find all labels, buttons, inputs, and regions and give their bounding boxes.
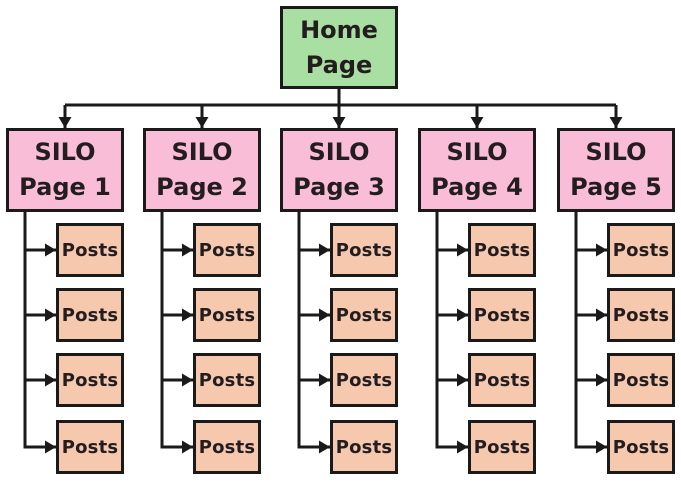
home-page-node: Home Page: [280, 6, 398, 89]
silo-page-1-label-line1: SILO: [34, 138, 96, 167]
silo-3-post-3-node: Posts: [330, 353, 398, 407]
silo-3-post-4-node: Posts: [330, 420, 398, 474]
silo-page-1-node: SILO Page 1: [6, 128, 124, 212]
silo-4-post-2-node: Posts: [468, 288, 536, 342]
silo-3-post-1-node: Posts: [330, 223, 398, 277]
silo-4-spine: [435, 212, 468, 454]
silo-5-post-3-node: Posts: [607, 353, 675, 407]
silo-page-1-label-line2: Page 1: [19, 173, 111, 201]
silo-5-post-4-node: Posts: [607, 420, 675, 474]
silo-1-spine: [23, 212, 56, 454]
silo-2-post-4-node: Posts: [193, 420, 261, 474]
silo-4-post-3-node: Posts: [468, 353, 536, 407]
silo-5-spine: [574, 212, 607, 454]
home-page-label-line1: Home: [300, 15, 378, 44]
silo-1-post-4-node: Posts: [56, 420, 124, 474]
silo-2-post-2-node: Posts: [193, 288, 261, 342]
silo-page-5-node: SILO Page 5: [557, 128, 675, 212]
silo-page-4-node: SILO Page 4: [418, 128, 536, 212]
silo-page-5-label-line1: SILO: [585, 138, 647, 167]
silo-2-spine: [160, 212, 193, 454]
silo-page-3-label-line2: Page 3: [293, 173, 385, 201]
silo-1-post-2-node: Posts: [56, 288, 124, 342]
silo-page-5-label-line2: Page 5: [570, 173, 662, 201]
silo-1-post-1-node: Posts: [56, 223, 124, 277]
silo-2-post-3-node: Posts: [193, 353, 261, 407]
silo-2-post-1-node: Posts: [193, 223, 261, 277]
silo-4-post-1-node: Posts: [468, 223, 536, 277]
silo-3-spine: [297, 212, 330, 454]
silo-5-post-2-node: Posts: [607, 288, 675, 342]
silo-page-4-label-line2: Page 4: [431, 173, 523, 201]
silo-1-post-3-node: Posts: [56, 353, 124, 407]
silo-3-post-2-node: Posts: [330, 288, 398, 342]
silo-page-3-node: SILO Page 3: [280, 128, 398, 212]
home-page-label-line2: Page: [305, 50, 373, 79]
silo-5-post-1-node: Posts: [607, 223, 675, 277]
silo-page-2-label-line1: SILO: [171, 138, 233, 167]
silo-page-4-label-line1: SILO: [446, 138, 508, 167]
silo-page-2-label-line2: Page 2: [156, 173, 248, 201]
silo-4-post-4-node: Posts: [468, 420, 536, 474]
silo-page-3-label-line1: SILO: [308, 138, 370, 167]
silo-page-2-node: SILO Page 2: [143, 128, 261, 212]
